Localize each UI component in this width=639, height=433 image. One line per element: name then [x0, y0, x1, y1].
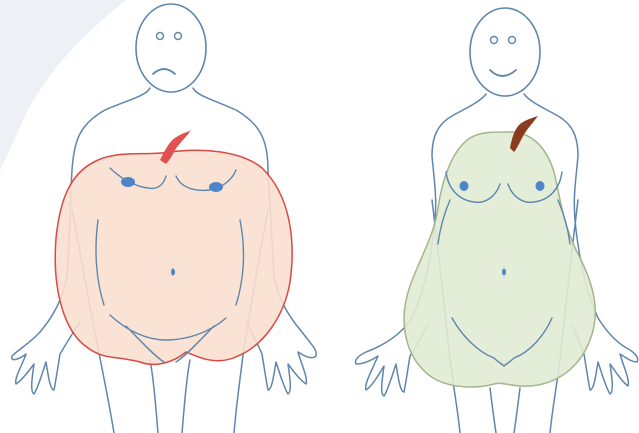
right-eye — [175, 33, 182, 40]
right-nipple — [536, 181, 545, 191]
navel — [171, 269, 175, 276]
head-outline — [470, 8, 540, 96]
pear-shape-figure — [320, 0, 639, 433]
left-eye — [157, 33, 164, 40]
left-nipple — [121, 177, 135, 187]
left-nipple — [460, 181, 469, 191]
right-nipple — [209, 182, 223, 192]
happy-mouth — [490, 70, 516, 76]
head-outline — [136, 4, 206, 92]
apple-shape-figure — [0, 0, 320, 433]
apple-shape — [55, 150, 292, 364]
sad-mouth — [153, 69, 175, 74]
left-eye — [491, 37, 498, 44]
right-eye — [509, 37, 516, 44]
navel — [502, 269, 506, 276]
